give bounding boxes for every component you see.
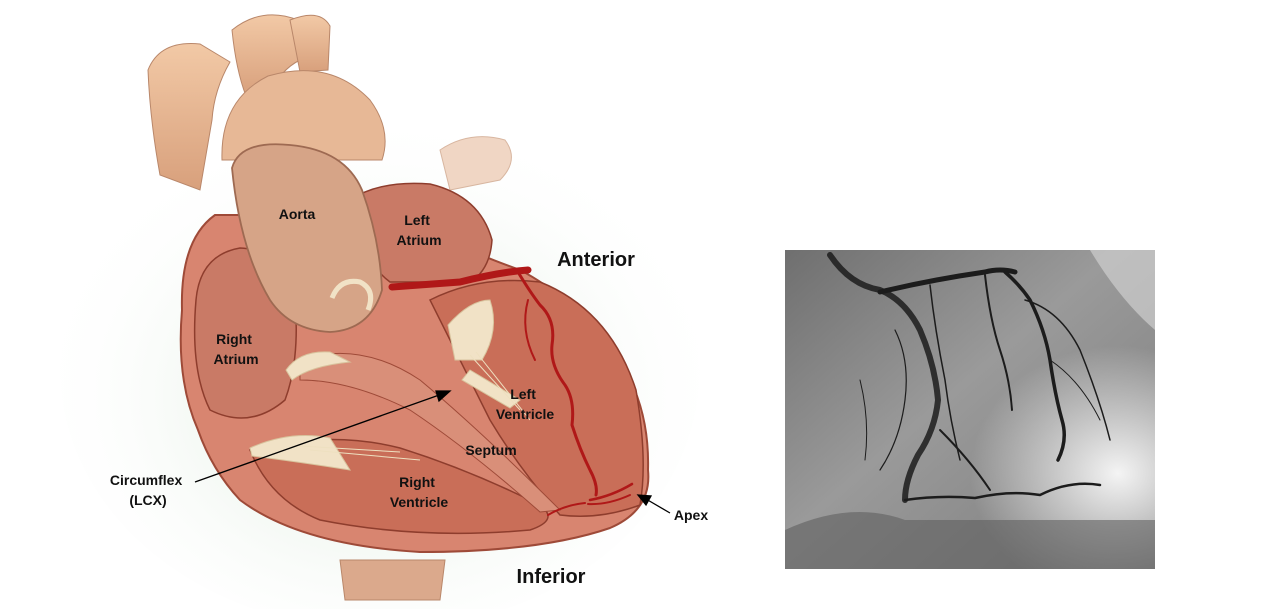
apex-pointer-line xyxy=(645,498,671,514)
left-atrium-label-line1: Left xyxy=(404,212,430,228)
left-ventricle-label-line1: Left xyxy=(510,386,536,402)
right-ventricle-label-line1: Right xyxy=(399,474,435,490)
left-ventricle-label-line2: Ventricle xyxy=(496,406,555,422)
circumflex-label: Circumflex (LCX) xyxy=(110,472,186,508)
circumflex-pointer-line xyxy=(194,393,443,483)
left-atrium-label-line2: Atrium xyxy=(396,232,441,248)
pointer-arrows xyxy=(194,390,671,514)
apex-label: Apex xyxy=(674,507,708,523)
left-atrium-label: Left Atrium xyxy=(396,212,441,248)
right-ventricle-label-line2: Ventricle xyxy=(390,494,449,510)
heart-illustration: Aorta Left Atrium Right Atrium Left Vent… xyxy=(60,14,708,609)
apex-arrowhead xyxy=(636,494,653,507)
inferior-label: Inferior xyxy=(517,566,586,588)
angiogram-image xyxy=(785,250,1155,569)
right-atrium-label: Right Atrium xyxy=(213,331,258,367)
coronary-vessel-tree xyxy=(827,252,1111,503)
circumflex-arrowhead xyxy=(435,390,452,403)
left-ventricle-label: Left Ventricle xyxy=(496,386,555,422)
anterior-label: Anterior xyxy=(557,249,635,271)
aorta-label: Aorta xyxy=(279,206,316,222)
circumflex-artery xyxy=(388,266,634,516)
circumflex-label-line1: Circumflex xyxy=(110,472,183,488)
septum-label: Septum xyxy=(465,442,516,458)
great-vessels xyxy=(147,14,512,601)
circumflex-label-line2: (LCX) xyxy=(129,492,166,508)
valve-tissue xyxy=(249,299,521,471)
right-atrium-label-line2: Atrium xyxy=(213,351,258,367)
right-ventricle-label: Right Ventricle xyxy=(390,474,449,510)
right-atrium-label-line1: Right xyxy=(216,331,252,347)
